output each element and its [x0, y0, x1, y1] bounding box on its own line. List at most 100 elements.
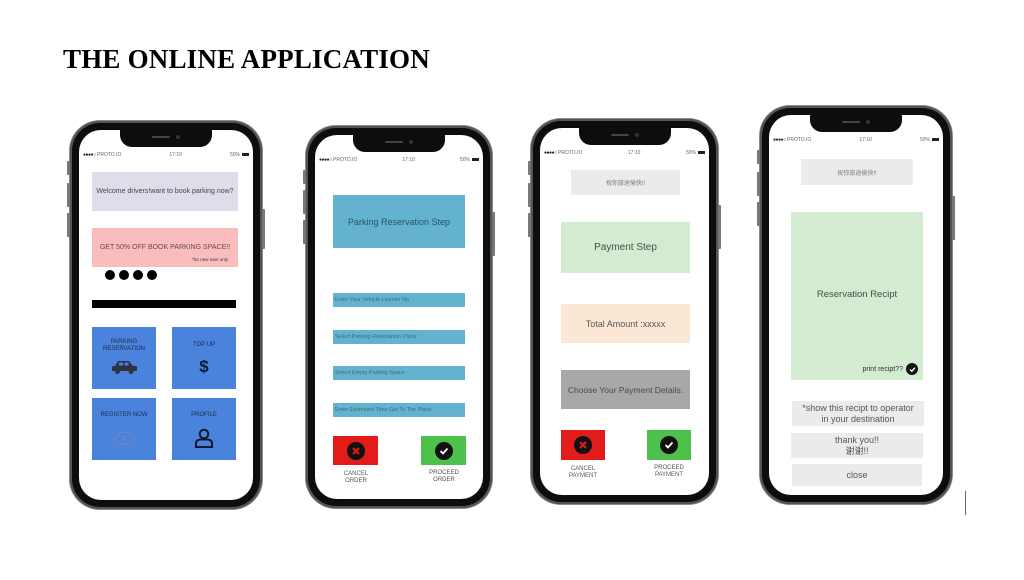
side-button [757, 202, 760, 226]
battery-level: 50% [459, 157, 470, 163]
receipt-notice: *show this recipt to operator in your de… [792, 401, 924, 426]
side-button [528, 161, 531, 175]
promo-subtext: *for new user only [191, 257, 228, 262]
payment-details-text: Choose Your Payment Details: [567, 384, 684, 395]
battery-level: 50% [685, 150, 696, 156]
battery-level: 50% [229, 152, 240, 158]
estimated-time-field[interactable]: Enter Estimated Time Get To The Place : [333, 403, 465, 417]
tile-profile[interactable]: PROFILE [172, 398, 236, 460]
tile-label: REGISTER NOW [100, 412, 148, 418]
tile-top-up[interactable]: TOP UP $ [172, 327, 236, 389]
side-button [757, 150, 760, 164]
proceed-order-button[interactable] [421, 436, 466, 465]
clock: 17:10 [402, 157, 415, 163]
payment-details-select[interactable]: Choose Your Payment Details: [561, 370, 690, 409]
carrier: PROTO.IO [97, 152, 122, 158]
phone-receipt: ●●●●○ PROTO.IO 17:10 50% 祝你旅途愉快!! Reserv… [757, 106, 955, 504]
battery-icon [241, 153, 249, 157]
greeting-banner: 祝你旅途愉快!! [801, 159, 913, 185]
proceed-payment-button[interactable] [647, 430, 691, 460]
side-button [528, 183, 531, 207]
side-button [303, 170, 306, 184]
pager-dot[interactable] [105, 270, 115, 280]
field-label: Enter Estimated Time Get To The Place : [335, 407, 435, 413]
reservation-receipt: Reservation Recipt print recipt?? [791, 212, 923, 380]
proceed-payment-label: PROCEED PAYMENT [654, 465, 684, 478]
status-bar: ●●●●○ PROTO.IO 17:10 50% [773, 136, 939, 144]
notch [120, 130, 212, 147]
tile-label: TOP UP [192, 342, 216, 348]
parking-place-select[interactable]: Select Parking Reservation Place : [333, 330, 465, 344]
phone-home: ●●●●○ PROTO.IO 17:10 50% Welcome drivers… [67, 121, 265, 509]
divider-bar [92, 300, 236, 308]
tile-register-now[interactable]: REGISTER NOW [92, 398, 156, 460]
tile-parking-reservation[interactable]: PARKING RESERVATION [92, 327, 156, 389]
notch [578, 128, 671, 145]
side-button [67, 183, 70, 207]
clock: 17:10 [627, 150, 641, 156]
signal-icon: ●●●●○ [773, 137, 786, 143]
welcome-banner: Welcome drivers!want to book parking now… [92, 172, 238, 211]
side-button [262, 209, 265, 249]
vehicle-license-field[interactable]: Enter Your Vehicle License No. : [333, 293, 465, 307]
pager-dot[interactable] [133, 270, 143, 280]
notice-line: *show this recipt to operator [802, 402, 914, 413]
battery-level: 50% [919, 137, 930, 143]
screen-payment: ●●●●○ PROTO.IO 17:10 50% 祝你旅途愉快!! Paymen… [540, 128, 709, 495]
close-label: close [846, 469, 868, 480]
phone-payment: ●●●●○ PROTO.IO 17:10 50% 祝你旅途愉快!! Paymen… [528, 119, 721, 504]
clock: 17:10 [859, 137, 872, 143]
phone-parking-reservation: ●●●●○ PROTO.IO 17:10 50% Parking Reserva… [303, 126, 495, 508]
carrier: PROTO.IO [787, 137, 812, 143]
battery-icon [471, 158, 479, 162]
thanks-line: thank you!! [834, 434, 880, 445]
carousel-pager[interactable] [105, 270, 157, 280]
close-button[interactable]: close [792, 464, 922, 486]
notice-line: in your destination [821, 413, 895, 424]
cloud-lock-icon [92, 431, 156, 445]
side-button [303, 190, 306, 214]
status-bar: ●●●●○ PROTO.IO 17:10 50% [544, 149, 705, 157]
battery-icon [697, 151, 705, 155]
cancel-order-button[interactable] [333, 436, 378, 465]
notch [353, 135, 445, 152]
side-button [757, 172, 760, 196]
greeting-text: 祝你旅途愉快!! [837, 170, 877, 177]
thanks-line: 谢谢!! [845, 445, 869, 456]
total-amount: Total Amount :xxxxx [561, 304, 690, 343]
print-receipt-button[interactable]: print recipt?? [863, 363, 918, 375]
cancel-payment-label: CANCEL PAYMENT [568, 466, 598, 479]
pager-dot[interactable] [147, 270, 157, 280]
cancel-payment-button[interactable] [561, 430, 605, 460]
empty-space-select[interactable]: Select Empty Parking Space : [333, 366, 465, 380]
tile-label: PROFILE [191, 412, 217, 418]
side-button [492, 212, 495, 256]
carrier: PROTO.IO [333, 157, 358, 163]
notch [810, 115, 902, 132]
step-header: Parking Reservation Step [333, 195, 465, 248]
proceed-order-label: PROCEED ORDER [429, 470, 459, 483]
check-circle-icon [660, 436, 678, 454]
print-receipt-label: print recipt?? [862, 365, 903, 373]
dollar-icon: $ [199, 357, 209, 376]
check-circle-icon [906, 363, 918, 375]
screen-home: ●●●●○ PROTO.IO 17:10 50% Welcome drivers… [79, 130, 253, 500]
clock: 17:10 [169, 152, 182, 158]
promo-banner[interactable]: GET 50% OFF BOOK PARKING SPACE!! *for ne… [92, 228, 238, 267]
step-title: Parking Reservation Step [347, 216, 451, 227]
status-bar: ●●●●○ PROTO.IO 17:10 50% [319, 156, 479, 164]
total-amount-text: Total Amount :xxxxx [585, 318, 666, 329]
receipt-title: Reservation Recipt [816, 289, 898, 300]
user-icon [172, 428, 236, 448]
slide-title: THE ONLINE APPLICATION [63, 44, 430, 74]
screen-parking-reservation: ●●●●○ PROTO.IO 17:10 50% Parking Reserva… [315, 135, 483, 499]
tile-label: PARKING RESERVATION [102, 339, 145, 352]
step-header: Payment Step [561, 222, 690, 273]
field-label: Select Empty Parking Space : [335, 370, 408, 376]
pager-dot[interactable] [119, 270, 129, 280]
car-icon [92, 360, 156, 374]
welcome-text: Welcome drivers!want to book parking now… [96, 188, 234, 195]
thank-you-message: thank you!! 谢谢!! [791, 433, 923, 458]
side-button [67, 161, 70, 175]
side-button [67, 213, 70, 237]
